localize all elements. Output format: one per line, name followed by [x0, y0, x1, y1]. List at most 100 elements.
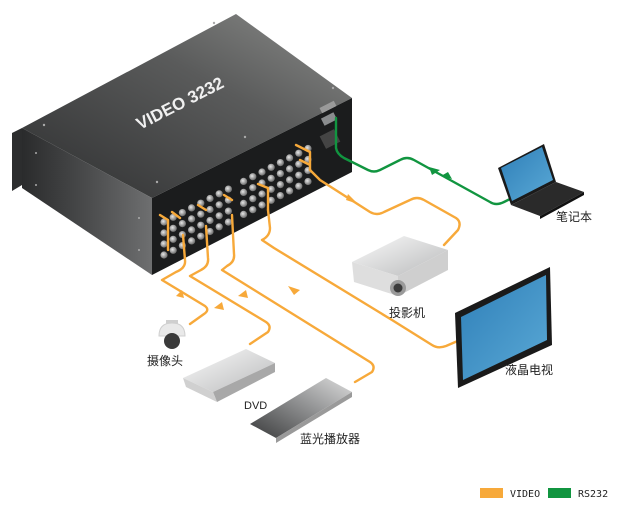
bnc-connector [258, 168, 266, 176]
video-wires [158, 143, 462, 384]
legend-swatch-rs232 [548, 488, 571, 498]
bnc-connector [267, 163, 275, 171]
wire-from-bluray [220, 213, 375, 384]
dome-camera[interactable]: 摄像头 [147, 320, 186, 368]
laptop[interactable]: 笔记本 [498, 144, 592, 224]
wire-to-tv [260, 208, 462, 349]
projector-top [352, 236, 448, 276]
device-top [22, 14, 352, 198]
legend-swatch-video [480, 488, 503, 498]
bnc-connector [188, 237, 196, 245]
bnc-connector [197, 221, 205, 229]
legend-label-rs232: RS232 [578, 489, 608, 500]
projector-lens-glass [393, 283, 403, 293]
bnc-connector [267, 174, 275, 182]
bnc-connector [258, 190, 266, 198]
bluray-player[interactable]: 蓝光播放器 [250, 378, 360, 446]
camera-lens [164, 333, 180, 349]
rs232-wires [334, 116, 522, 206]
arrow-icon [288, 286, 300, 295]
arrow-icon [441, 172, 452, 179]
bnc-connector [240, 199, 248, 207]
laptop-base-edge [540, 192, 584, 219]
camera-dome [158, 322, 186, 337]
bnc-connector [295, 149, 303, 157]
bnc-connector-array [160, 144, 312, 259]
bluray-top [250, 378, 352, 438]
wire-to-projector [308, 168, 461, 247]
dvd-player[interactable]: DVD [183, 349, 275, 412]
bnc-connector [276, 192, 284, 200]
projector-label: 投影机 [389, 305, 425, 320]
legend-label-video: VIDEO [510, 489, 540, 500]
bnc-connector [160, 229, 168, 237]
bnc-connector [178, 209, 186, 217]
bnc-connector [224, 185, 232, 193]
bnc-connector [240, 177, 248, 185]
arrow-icon [176, 290, 184, 298]
bnc-connector [249, 195, 257, 203]
bnc-connector [215, 223, 223, 231]
rs232-port [320, 112, 338, 126]
bnc-connector [249, 206, 257, 214]
projector[interactable]: 投影机 [352, 236, 448, 320]
bnc-connector [249, 173, 257, 181]
bnc-connector [206, 227, 214, 236]
projector-front [352, 262, 398, 296]
bnc-connector [160, 218, 168, 226]
bnc-connector [276, 181, 284, 189]
bnc-connector [304, 177, 312, 186]
dvd-front [213, 363, 275, 402]
bnc-connector [286, 165, 294, 173]
projector-side [398, 250, 448, 296]
bnc-connector [169, 235, 177, 243]
device-side [22, 128, 152, 275]
rack-ear [12, 128, 22, 191]
bnc-connector [224, 207, 232, 215]
wire-from-camera [160, 233, 209, 326]
bnc-connector [206, 194, 214, 203]
bnc-connector [215, 201, 223, 209]
bnc-connector [206, 205, 214, 214]
arrow-icon [346, 194, 358, 204]
camera-label: 摄像头 [147, 353, 183, 368]
arrow-icon [214, 302, 224, 310]
bnc-connector [240, 210, 248, 218]
model-plate [319, 100, 337, 114]
bnc-connector [267, 196, 275, 204]
wire-stub [158, 143, 312, 252]
arrow-icon [429, 167, 440, 175]
bnc-connector [215, 212, 223, 220]
bnc-connector [206, 216, 214, 225]
bnc-connector [197, 210, 205, 218]
bnc-connector [286, 176, 294, 184]
bluray-label: 蓝光播放器 [300, 431, 360, 446]
bnc-connector [188, 204, 196, 212]
bnc-connector [276, 170, 284, 178]
dvd-label: DVD [244, 400, 267, 412]
bnc-connector [169, 224, 177, 232]
bnc-connector [240, 188, 248, 196]
video-matrix-device: VIDEO 3232 [12, 14, 352, 275]
lcd-tv[interactable]: 液晶电视 [455, 267, 553, 388]
bnc-connector [178, 220, 186, 228]
laptop-label: 笔记本 [556, 209, 592, 224]
bnc-connector [295, 171, 303, 179]
bnc-connector [295, 160, 303, 168]
bnc-connector [215, 190, 223, 198]
bluray-front [276, 392, 352, 443]
tv-label: 液晶电视 [505, 362, 553, 377]
bnc-connector [258, 201, 266, 209]
tv-screen [461, 275, 547, 380]
dvd-side [183, 378, 217, 402]
laptop-keyboard [511, 182, 584, 216]
screw-dots [35, 21, 335, 251]
bnc-connector [267, 185, 275, 193]
bnc-connector [276, 159, 284, 167]
arrow-icon [238, 290, 248, 298]
laptop-screen [501, 147, 553, 201]
bnc-connector [160, 251, 168, 259]
bnc-connector [197, 232, 205, 240]
bnc-connector [224, 218, 232, 226]
